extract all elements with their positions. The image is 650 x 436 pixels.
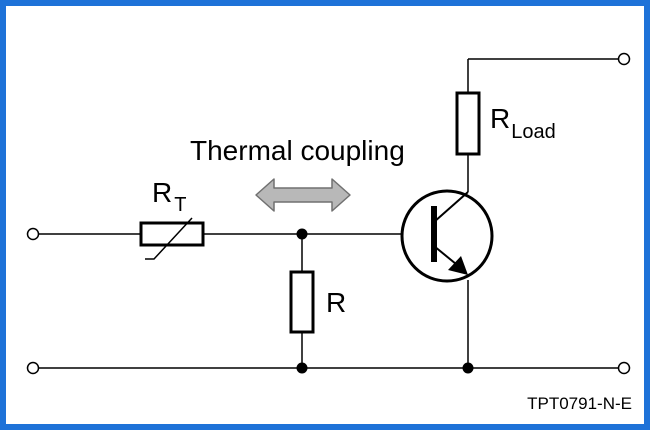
terminal-output-top xyxy=(617,52,631,66)
transistor-npn xyxy=(400,189,494,283)
emitter-arrow-icon xyxy=(448,256,468,275)
figure-id: TPT0791-N-E xyxy=(527,394,632,413)
label-thermal-coupling: Thermal coupling xyxy=(190,135,405,166)
terminal-output-bottom xyxy=(617,361,631,375)
label-rload: RLoad xyxy=(490,103,556,143)
junction-dot-emitter-ground xyxy=(462,362,474,374)
junction-dot-r-ground xyxy=(296,362,308,374)
double-arrow-icon xyxy=(255,178,351,212)
terminal-input-bottom xyxy=(26,361,40,375)
resistor-rload xyxy=(455,91,481,156)
resistor-r xyxy=(289,270,315,334)
terminal-input-top xyxy=(26,227,40,241)
thermistor-rt xyxy=(139,217,205,260)
junction-dot-base-node xyxy=(296,228,308,240)
label-r: R xyxy=(326,287,346,318)
